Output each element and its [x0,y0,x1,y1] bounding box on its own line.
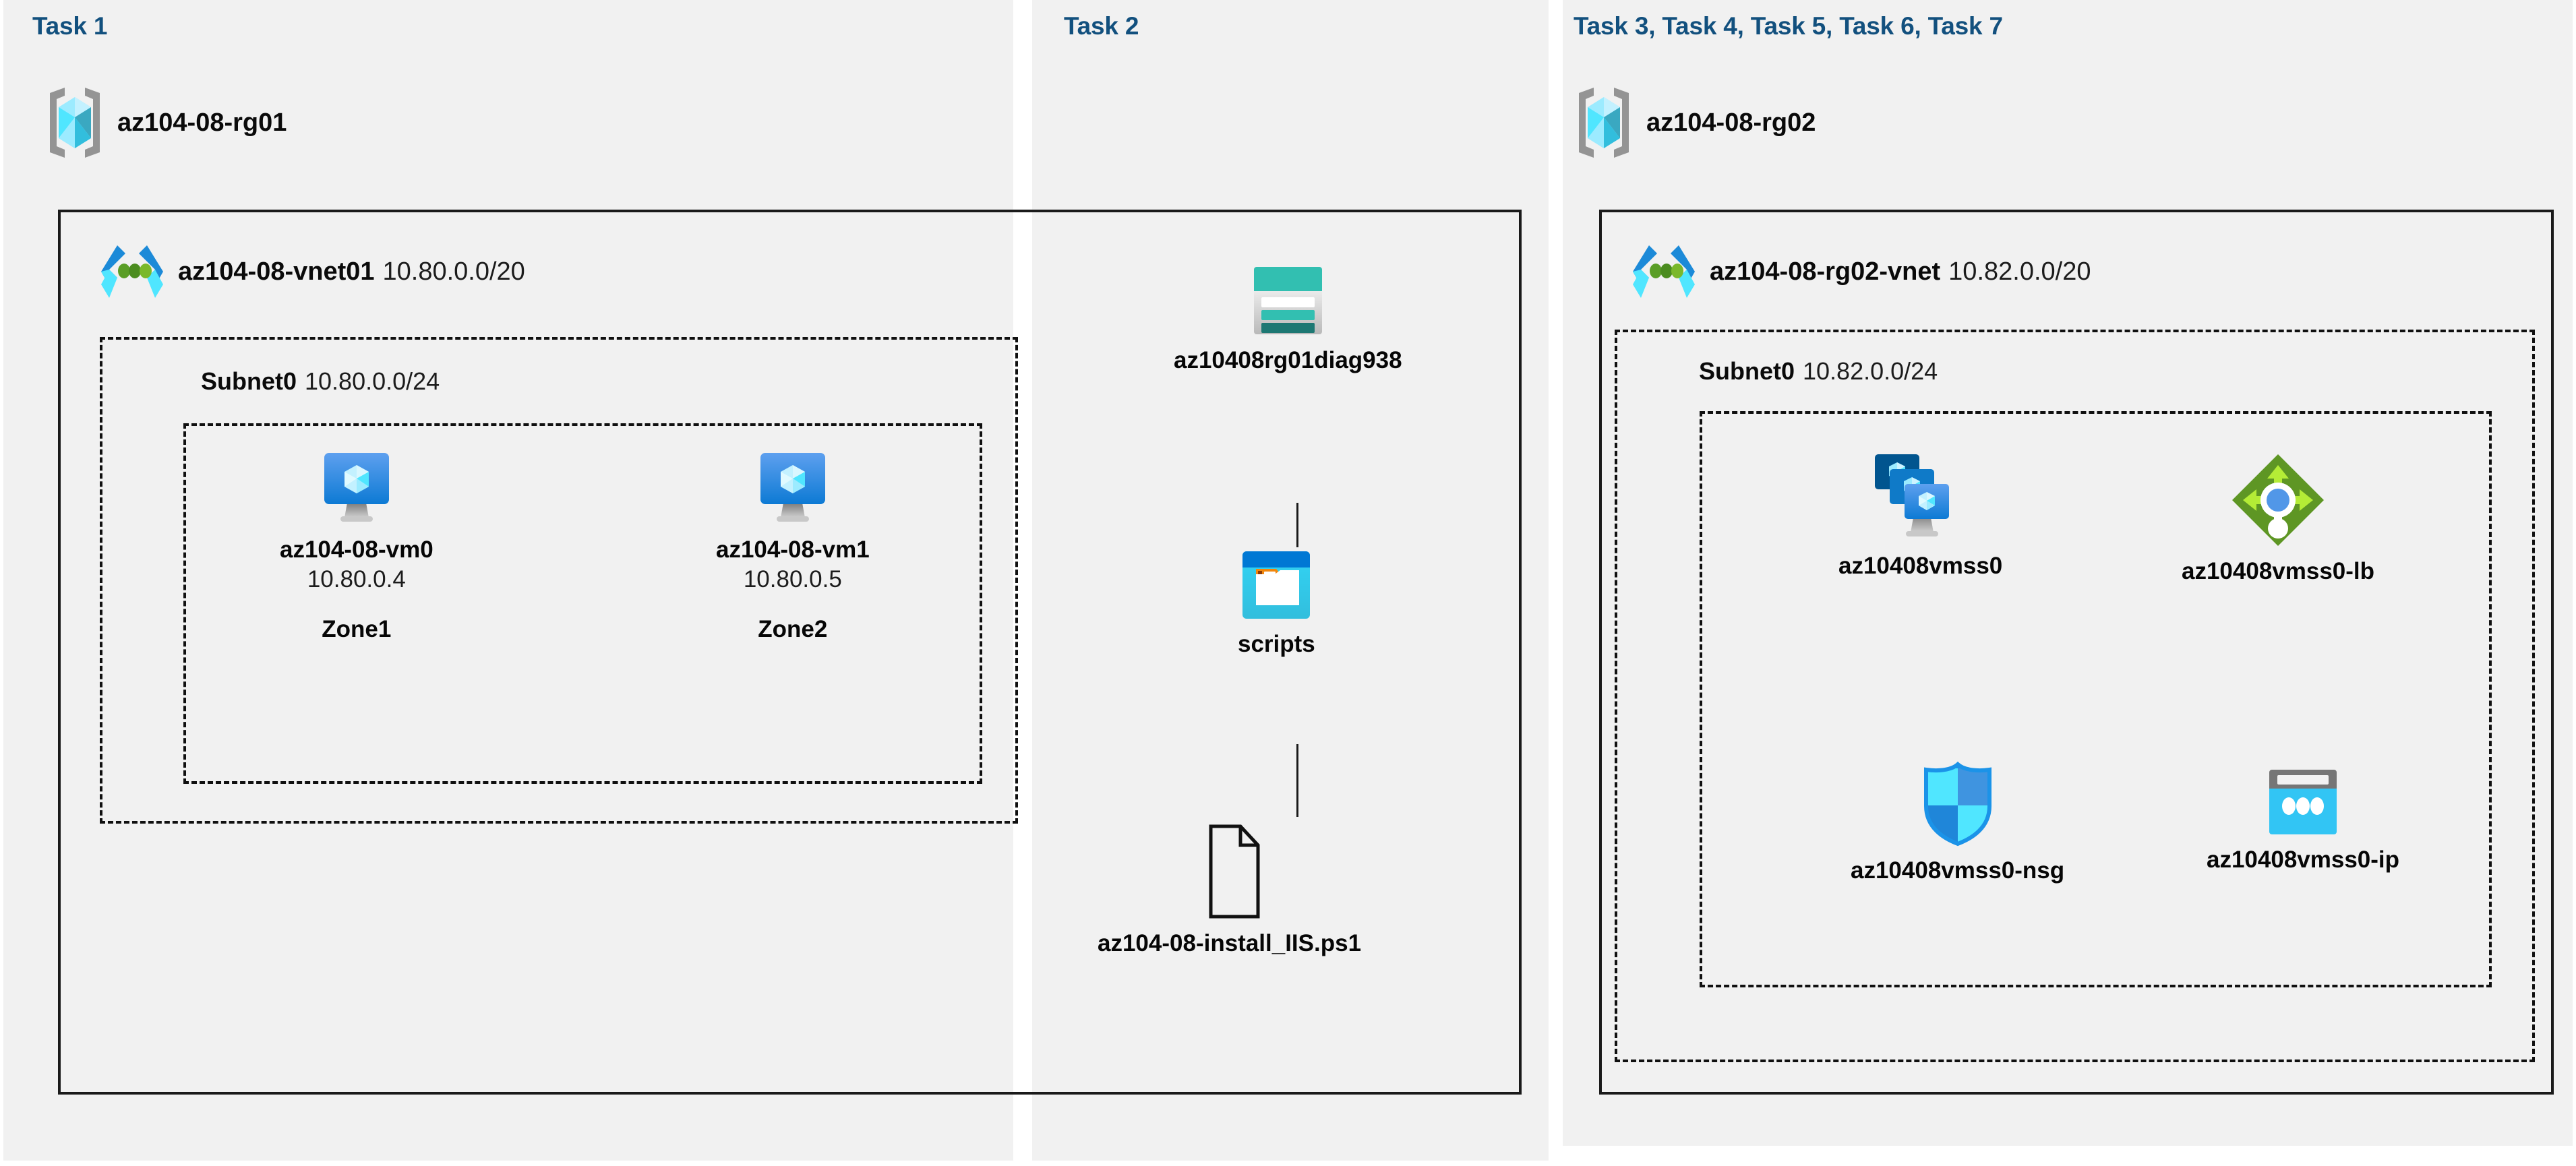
resource-group-rg01: az104-08-rg01 [47,86,287,159]
vnet01-cidr: 10.80.0.0/20 [382,257,525,286]
connector-storage-to-scripts [1296,503,1298,547]
node-vm1-ip: 10.80.0.5 [743,566,842,592]
vnet01-vm-group-boundary [183,423,982,784]
node-nsg: az10408vmss0-nsg [1851,761,2065,884]
node-nsg-name: az10408vmss0-nsg [1851,857,2065,884]
panel-task-1 [3,0,1013,1161]
task-1-heading: Task 1 [32,12,108,40]
node-ps1-file-name: az104-08-install_IIS.ps1 [1098,930,1362,956]
node-public-ip: az10408vmss0-ip [2207,768,2399,873]
node-scripts-container: scripts [1238,550,1315,658]
node-vmss-name: az10408vmss0 [1838,553,2003,579]
connector-scripts-to-file [1296,744,1298,817]
node-load-balancer: az10408vmss0-lb [2182,453,2374,585]
storage-account-icon [1253,266,1323,336]
task-3-to-7-heading: Task 3, Task 4, Task 5, Task 6, Task 7 [1574,12,2003,40]
load-balancer-icon [2231,453,2325,547]
virtual-network-icon [100,243,164,301]
node-public-ip-name: az10408vmss0-ip [2207,847,2400,873]
public-ip-address-icon [2268,768,2338,836]
task-2-heading: Task 2 [1064,12,1139,40]
resource-group-icon [1576,86,1631,159]
node-storage-account: az10408rg01diag938 [1174,266,1402,374]
file-icon [1193,824,1266,919]
virtual-machine-icon [320,450,393,526]
subnet0-rg02vnet-cidr: 10.82.0.0/24 [1803,357,1938,385]
subnet0-rg02vnet-name: Subnet0 [1699,357,1795,385]
subnet0-vnet01-cidr: 10.80.0.0/24 [305,367,440,395]
subnet0-rg02vnet-label: Subnet0 10.82.0.0/24 [1699,357,1938,386]
resource-group-rg02: az104-08-rg02 [1576,86,1816,159]
subnet0-rg02vnet-boundary [1615,330,2535,1062]
subnet0-vnet01-boundary [100,337,1018,824]
virtual-network-icon [1631,243,1696,301]
panel-task-3 [1563,0,2573,1146]
rg02-vnet-cidr: 10.82.0.0/20 [1948,257,2091,286]
network-security-group-icon [1921,761,1995,847]
virtual-machine-icon [756,450,829,526]
resource-group-icon [47,86,102,159]
node-vm1-zone: Zone2 [758,616,828,642]
subnet0-vnet01-name: Subnet0 [201,367,297,395]
node-vmss: az10408vmss0 [1838,453,2002,580]
subnet0-vnet01-label: Subnet0 10.80.0.0/24 [201,367,440,396]
node-vm1: az104-08-vm1 10.80.0.5 Zone2 [716,450,870,643]
vm-scale-set-icon [1872,453,1969,542]
node-ps1-file: az104-08-install_IIS.ps1 [1098,824,1361,957]
node-load-balancer-name: az10408vmss0-lb [2182,558,2375,584]
vnet01-boundary [58,210,1522,1095]
resource-group-rg01-label: az104-08-rg01 [117,108,287,137]
node-vm0-ip: 10.80.0.4 [307,566,406,592]
rg02-vnet-resource-group-boundary [1700,411,2492,987]
blob-container-icon [1241,550,1311,620]
node-vm1-name: az104-08-vm1 [716,536,870,563]
rg02-vnet-name: az104-08-rg02-vnet [1710,257,1941,286]
vnet01-name: az104-08-vnet01 [178,257,375,286]
node-scripts-container-name: scripts [1238,631,1315,657]
resource-group-rg02-label: az104-08-rg02 [1646,108,1816,137]
node-storage-account-name: az10408rg01diag938 [1174,347,1402,373]
rg02-vnet-boundary [1599,210,2554,1095]
node-vm0-name: az104-08-vm0 [280,536,433,563]
node-vm0: az104-08-vm0 10.80.0.4 Zone1 [280,450,433,643]
node-vm0-zone: Zone1 [322,616,392,642]
